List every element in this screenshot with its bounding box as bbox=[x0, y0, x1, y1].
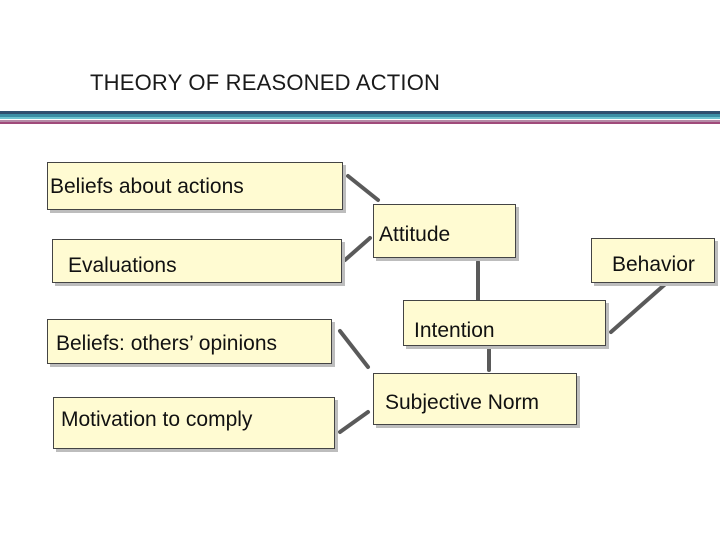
attitude-label: Attitude bbox=[379, 223, 451, 246]
evaluations-box: Evaluations bbox=[52, 239, 342, 283]
beliefs-others-opinions-box: Beliefs: others’ opinions bbox=[47, 319, 332, 364]
beliefs-about-actions-box: Beliefs about actions bbox=[47, 162, 343, 210]
connector-evaluations-attitude bbox=[343, 236, 372, 262]
intention-label: Intention bbox=[414, 319, 495, 342]
connector-intention-behavior bbox=[609, 277, 673, 334]
subjective-norm-box: Subjective Norm bbox=[373, 373, 577, 425]
beliefs-others-opinions-label: Beliefs: others’ opinions bbox=[56, 332, 278, 355]
subjective-norm-label: Subjective Norm bbox=[385, 391, 540, 414]
beliefs-about-actions-label: Beliefs about actions bbox=[50, 175, 244, 198]
connector-beliefs-attitude bbox=[346, 174, 380, 202]
behavior-box: Behavior bbox=[591, 238, 715, 283]
connector-motivation-norm bbox=[338, 410, 370, 434]
motivation-to-comply-box: Motivation to comply bbox=[53, 397, 335, 449]
intention-box: Intention bbox=[403, 300, 606, 346]
behavior-label: Behavior bbox=[612, 253, 695, 276]
motivation-to-comply-label: Motivation to comply bbox=[61, 408, 253, 431]
attitude-box: Attitude bbox=[373, 204, 516, 258]
connector-opinions-norm bbox=[338, 329, 370, 369]
evaluations-label: Evaluations bbox=[68, 254, 177, 277]
diagram-title: THEORY OF REASONED ACTION bbox=[90, 70, 441, 95]
